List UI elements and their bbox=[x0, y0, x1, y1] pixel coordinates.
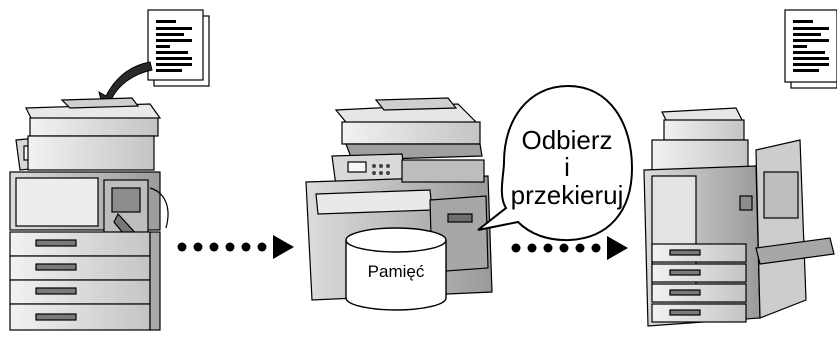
speech-bubble: Odbierz i przekieruj bbox=[477, 84, 634, 242]
bubble-line-2: i bbox=[564, 152, 570, 182]
memory-label: Pamięć bbox=[368, 262, 425, 281]
left-transfer-arrow bbox=[177, 235, 294, 259]
left-mfp-icon bbox=[9, 97, 169, 331]
right-transfer-arrow bbox=[511, 236, 628, 260]
right-document-icon bbox=[784, 9, 837, 89]
memory-cylinder-icon bbox=[345, 227, 447, 311]
bubble-line-1: Odbierz bbox=[521, 125, 612, 155]
bubble-line-3: przekieruj bbox=[511, 180, 624, 210]
left-document-icon bbox=[147, 9, 210, 87]
right-mfp-icon bbox=[643, 107, 835, 327]
